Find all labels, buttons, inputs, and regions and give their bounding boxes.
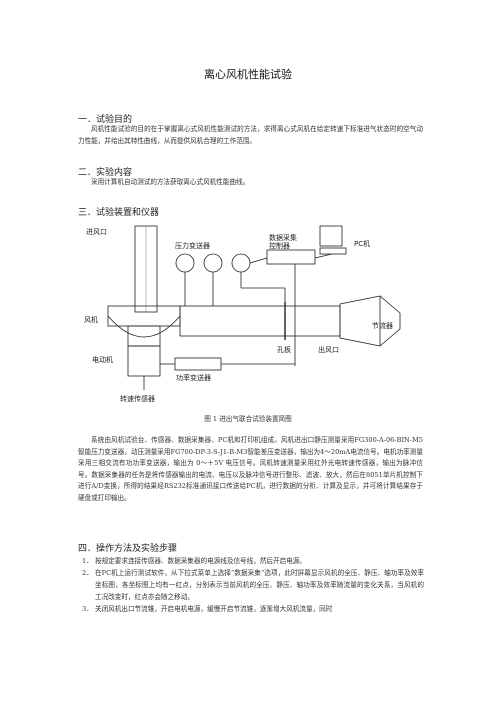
section-heading-content: 二．实验内容	[78, 168, 133, 178]
step-item: 2． 在PC机上运行测试软件，从下拉式菜单上选择“数据采集”选项，此时屏幕显示风…	[82, 567, 424, 603]
figure-caption: 图 1 进出气联合试验装置简图	[204, 415, 292, 423]
label-pc: PC机	[354, 239, 370, 248]
label-daq-line1: 数据采集	[269, 233, 297, 242]
pressure-gauge-1	[175, 253, 195, 273]
apparatus-diagram: 进风口 压力变送器 数据采集 控制器 PC机 风机 节流器 孔板 出风口 电动机…	[84, 225, 401, 403]
pc-keyboard	[319, 247, 347, 255]
label-throttle: 节流器	[372, 321, 393, 330]
pressure-gauge-2	[203, 253, 223, 273]
step-number: 1．	[82, 557, 93, 565]
section-body-content: 采用计算机自动测试的方法获取离心式风机性能曲线。	[91, 178, 250, 186]
fan-base	[127, 325, 161, 347]
system-description: 系统由风机试验台、传感器、数据采集器、PC机和打印机组成。风机进出口静压测量采用…	[78, 436, 423, 502]
label-orifice: 孔板	[277, 345, 291, 354]
label-motor: 电动机	[92, 355, 113, 364]
label-outlet: 出风口	[318, 345, 339, 354]
pressure-gauge-3	[231, 253, 251, 273]
step-text: 关闭风机出口节流锥，开启电机电源，缓慢开启节流锥，逐渐增大风机流量，同时	[95, 605, 333, 613]
label-fan: 风机	[84, 315, 98, 324]
outlet-duct	[179, 305, 341, 337]
throttle-tip	[379, 295, 401, 347]
label-pressure-transmitter: 压力变送器	[175, 241, 210, 250]
step-number: 2．	[82, 569, 93, 577]
label-inlet: 进风口	[86, 228, 107, 236]
section-heading-purpose: 一．试验目的	[78, 115, 133, 125]
step-item: 3． 关闭风机出口节流锥，开启电机电源，缓慢开启节流锥，逐渐增大风机流量，同时	[82, 603, 424, 615]
daq-box	[266, 249, 316, 265]
step-number: 3．	[82, 605, 93, 613]
label-daq-line2: 控制器	[269, 241, 290, 250]
section-heading-apparatus: 三．试验装置和仪器	[78, 208, 160, 218]
label-power-transmitter: 功率变送器	[176, 373, 211, 382]
step-item: 1． 按规定要求连接传感器、数据采集器的电源线及信号线，然后开启电源。	[82, 555, 424, 567]
fan-housing	[107, 305, 181, 327]
motor-box	[127, 345, 161, 377]
step-text: 按规定要求连接传感器、数据采集器的电源线及信号线，然后开启电源。	[95, 557, 306, 565]
section-body-purpose: 风机性能试验的目的在于掌握离心式风机性能测试的方法，求得离心式风机在给定转速下标…	[78, 125, 423, 145]
power-transmitter-box	[174, 357, 222, 371]
page-title: 离心风机性能试验	[204, 68, 292, 81]
section-heading-procedure: 四．操作方法及实验步骤	[78, 544, 178, 554]
label-speed-sensor: 转速传感器	[120, 394, 155, 403]
pc-monitor	[319, 225, 343, 247]
fan-volute	[107, 315, 181, 338]
step-text: 在PC机上运行测试软件，从下拉式菜单上选择“数据采集”选项，此时屏幕显示风机的全…	[95, 569, 424, 601]
throttle-cone	[339, 295, 381, 347]
procedure-steps: 1． 按规定要求连接传感器、数据采集器的电源线及信号线，然后开启电源。 2． 在…	[82, 555, 424, 615]
